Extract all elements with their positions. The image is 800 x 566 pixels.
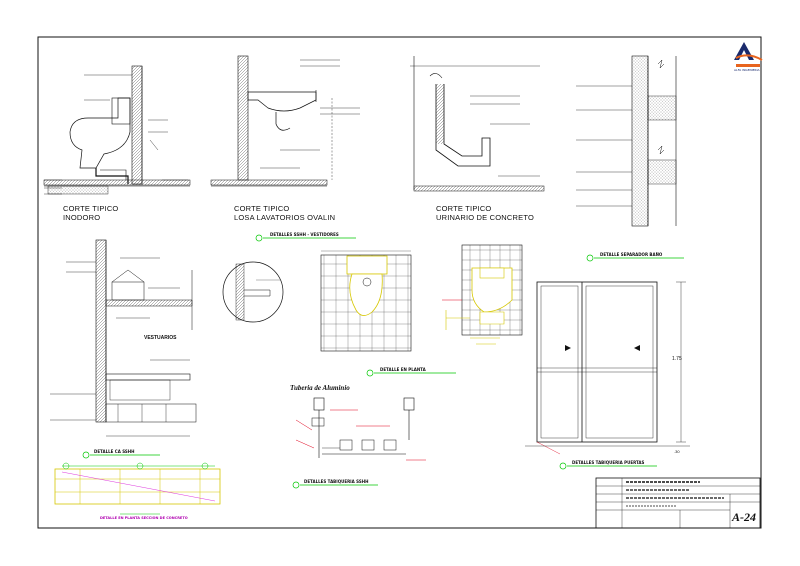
urinario-section-drawing [410,56,545,192]
sheet-code: A-24 [732,510,756,524]
detail-title-planta: DETALLE EN PLANTA [380,367,426,372]
sheet-border [37,36,762,529]
detail-title-sshh: DETALLES SSHH - VESTIDORES [270,232,339,237]
company-logo [734,42,763,67]
title-block [595,477,761,529]
dimension-label: 1.75 [672,356,682,362]
toilet-tile-elevation [320,250,412,352]
logo-text: ALFA INGENIERIA [734,68,760,72]
detail-title-markers [82,234,684,489]
tuberia-detail-drawing [295,397,426,461]
dimension-small-label: .30 [674,449,680,454]
inodoro-section-drawing [43,65,191,195]
urinario-title-line2: URINARIO DE CONCRETO [436,213,535,222]
inodoro-title-line1: CORTE TIPICO [63,204,119,213]
urinal-tile-elevation [442,244,523,345]
urinario-title-line1: CORTE TIPICO [436,204,492,213]
tuberia-title: Tuberia de Aluminio [290,384,350,392]
detail-title-separador: DETALLE SEPARADOR BAÑO [600,252,663,257]
detail-title-seccion: DETALLE EN PLANTA SECCION DE CONCRETO [100,516,188,520]
wall-section-detail [576,55,677,227]
circle-zoom-detail [222,261,284,323]
vestuarios-section-drawing [50,239,197,437]
plan-section-detail [54,462,221,515]
door-partition-elevation [525,281,690,455]
vestuarios-label: VESTUARIOS [144,335,177,341]
lavatorio-title-line1: CORTE TIPICO [234,204,290,213]
inodoro-title-line2: INODORO [63,213,101,222]
detail-title-ca-sshh: DETALLE CA SSHH [94,449,135,454]
lavatorio-section-drawing [210,55,360,187]
lavatorio-title-line2: LOSA LAVATORIOS OVALIN [234,213,336,222]
detail-title-puertas: DETALLES TABIQUERIA PUERTAS [572,460,645,465]
detail-title-tabiqueria: DETALLES TABIQUERIA SSHH [304,479,369,484]
